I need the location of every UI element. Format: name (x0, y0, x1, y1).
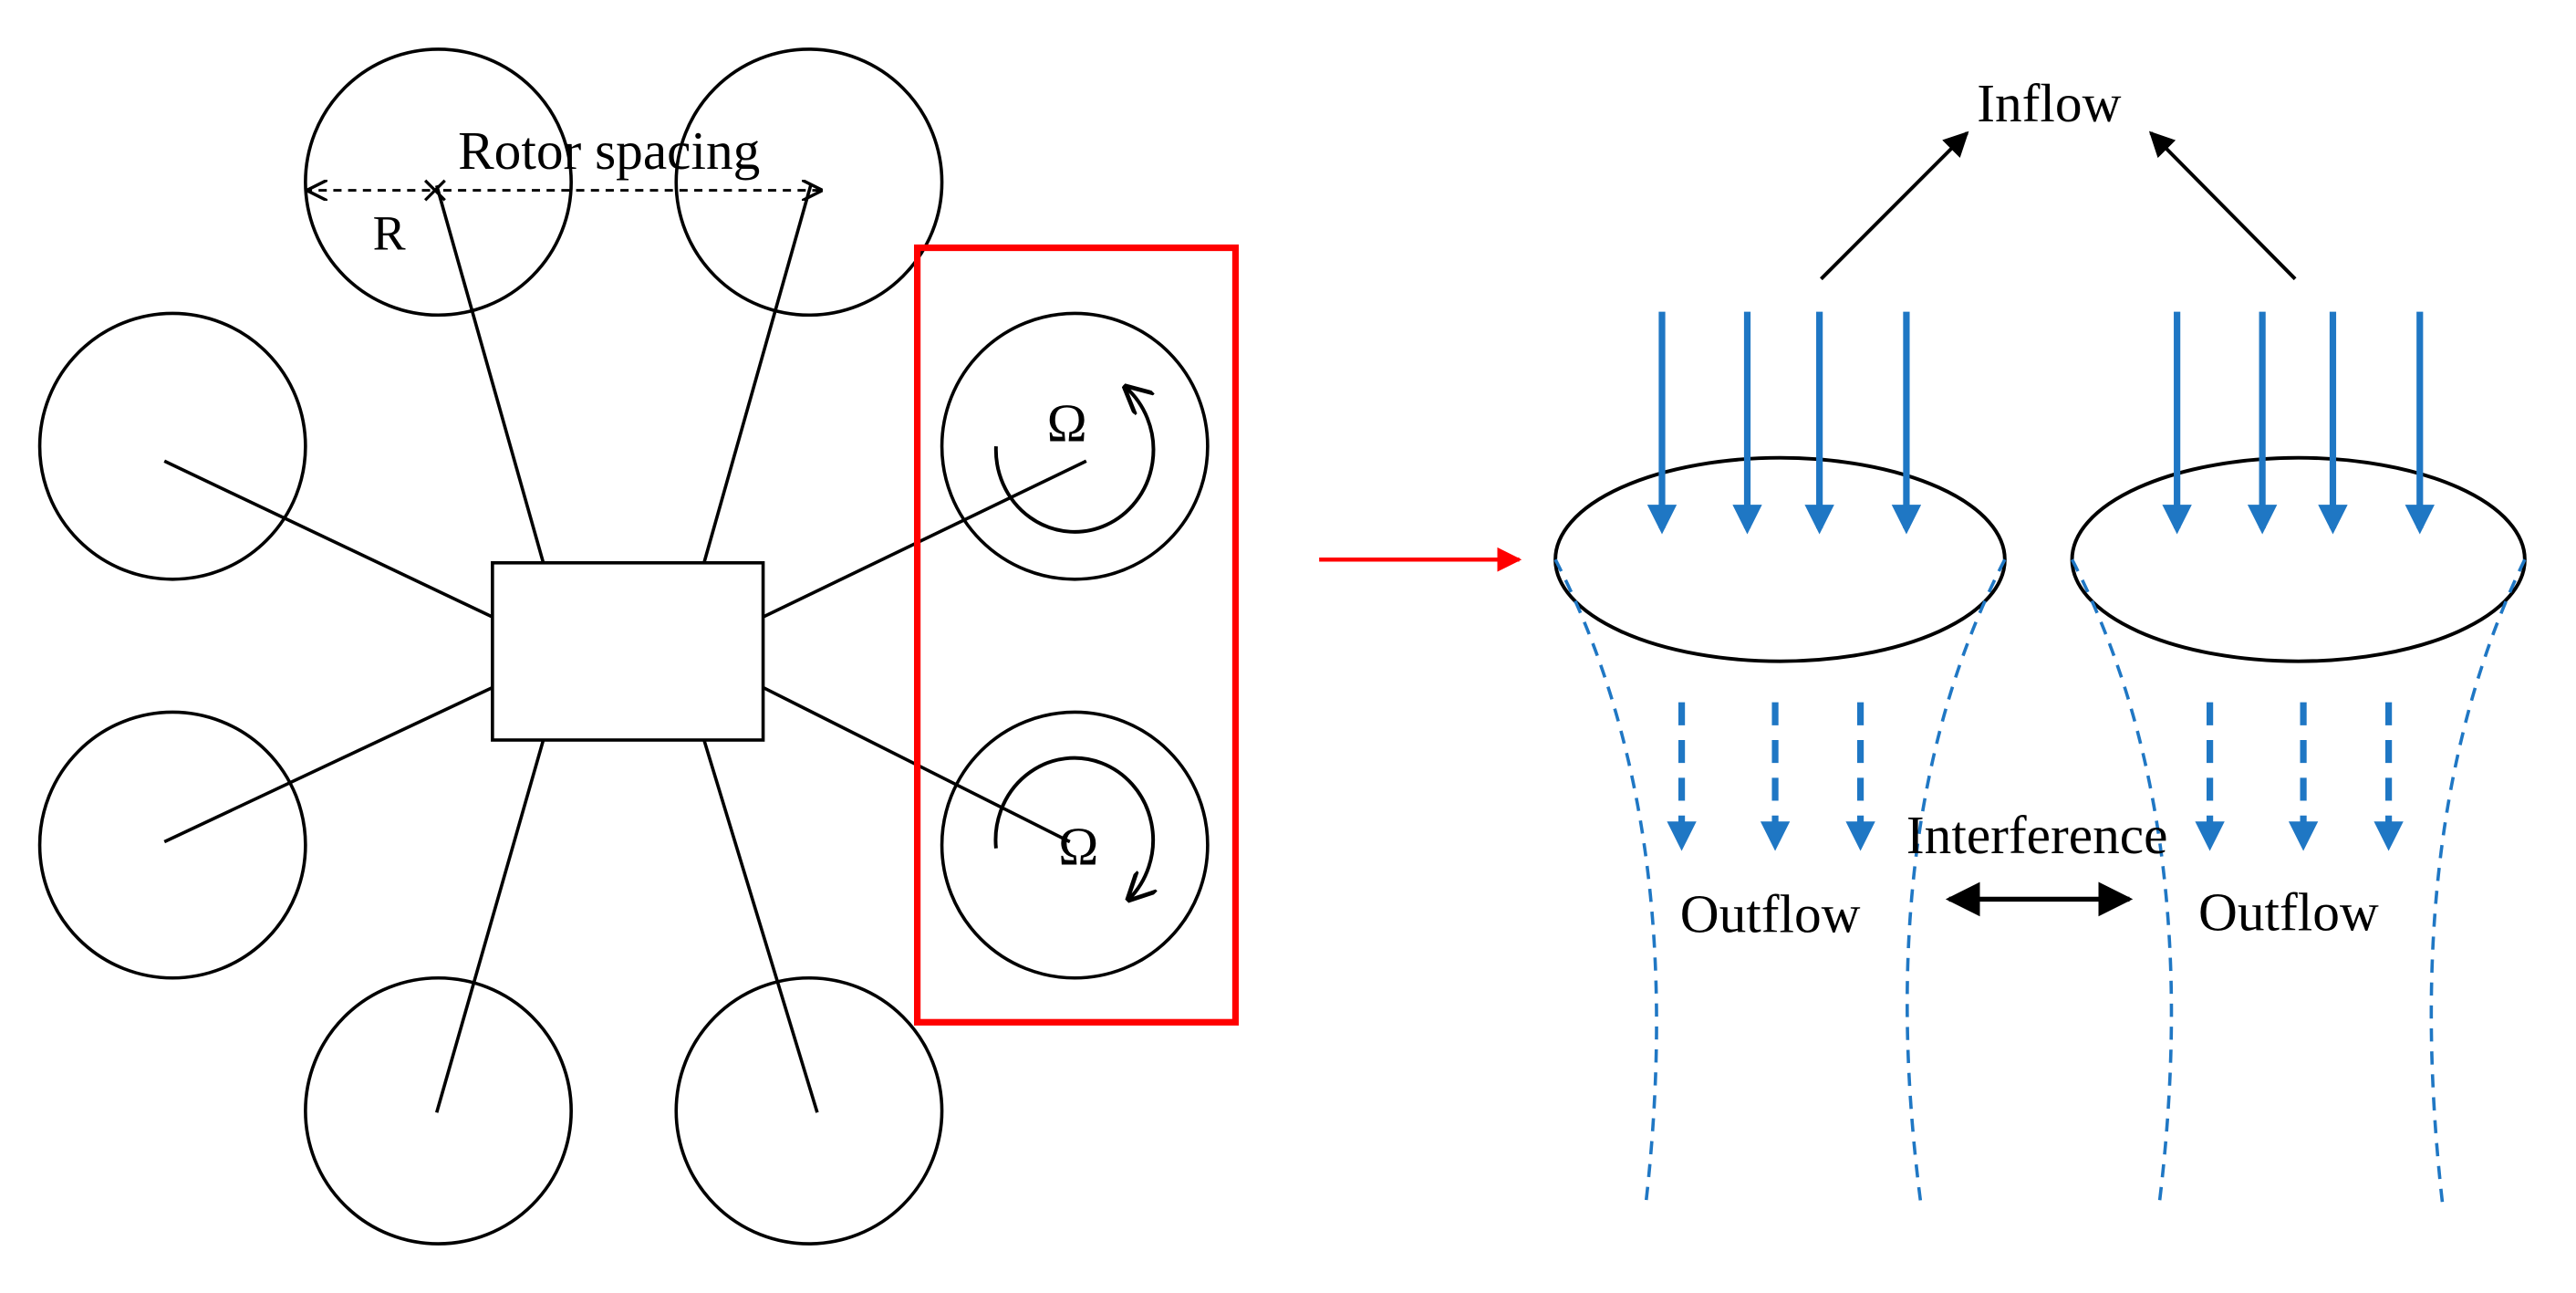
omega-top-label: Ω (1047, 393, 1087, 454)
omega-bottom-label: Ω (1058, 817, 1098, 877)
wake-boundary-right-inner (2070, 558, 2174, 1206)
outflow-label-right: Outflow (2198, 882, 2379, 943)
arm-right-upper (762, 459, 1087, 619)
inflow-pointer-left (1820, 130, 1969, 281)
arm-left-lower (163, 685, 493, 844)
wake-boundary-left-outer (1553, 558, 1658, 1206)
arm-left-upper (163, 459, 493, 619)
rotation-arrow-bottom (993, 756, 1153, 900)
rotor-top-left (304, 47, 573, 318)
rotor-left-upper (37, 311, 307, 581)
center-body (491, 560, 765, 742)
arm-bottom-left (434, 739, 545, 1113)
rotor-spacing-label: Rotor spacing (458, 120, 760, 181)
rotor-right-lower (940, 710, 1210, 980)
rotor-left-lower (37, 710, 307, 980)
rotor-right-upper (940, 311, 1210, 581)
inflow-arrows (1646, 311, 2435, 535)
highlight-box (914, 244, 1240, 1026)
wake-boundary-left-inner (1906, 558, 2007, 1206)
center-cross-mark (423, 179, 446, 202)
wake-boundary-right-outer (2429, 558, 2527, 1206)
wake-boundaries (1553, 558, 2527, 1206)
arm-bottom-right (702, 739, 819, 1113)
arm-top-right (702, 184, 813, 564)
hexacopter (37, 47, 1210, 1246)
rotation-arrow-top (993, 387, 1156, 534)
inflow-callout (1820, 130, 2297, 281)
outflow-label-left: Outflow (1680, 883, 1861, 944)
rotor-top-right (674, 47, 944, 318)
rotor-disk-left (1553, 455, 2007, 663)
outflow-arrows (1667, 702, 2404, 851)
rotation-arrows (993, 387, 1156, 900)
rotor-bottom-right (674, 975, 944, 1246)
inflow-label: Inflow (1977, 73, 2121, 133)
arm-top-left (434, 184, 545, 564)
interference-label: Interference (1906, 805, 2168, 865)
inflow-pointer-right (2148, 130, 2297, 281)
rotor-disk-right (2070, 455, 2527, 663)
radius-label: R (373, 205, 406, 260)
rotor-bottom-left (304, 975, 573, 1246)
